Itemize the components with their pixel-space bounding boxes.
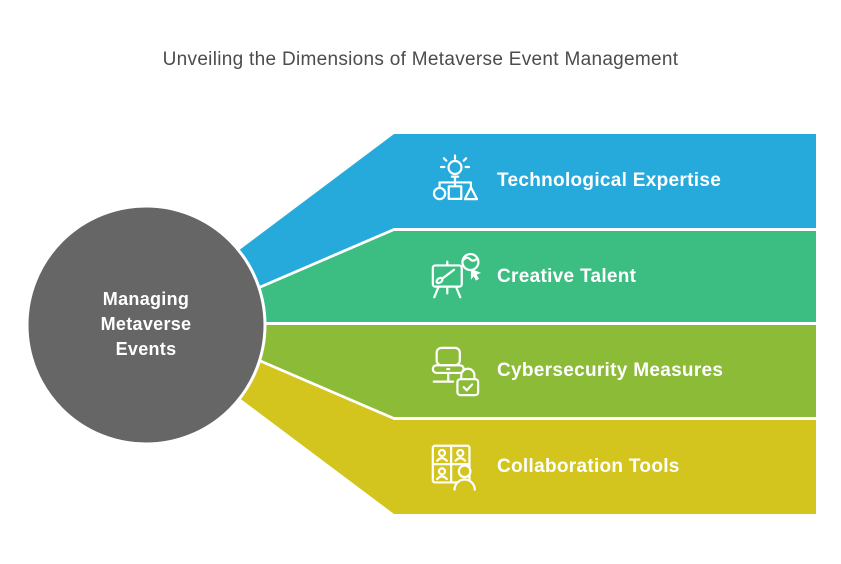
band-label-creative-talent: Creative Talent [497, 266, 637, 287]
band-row-cybersecurity-measures: Cybersecurity Measures [428, 341, 723, 401]
monitor-padlock-icon [431, 346, 480, 397]
center-circle-label: Managing Metaverse Events [46, 287, 246, 362]
center-label-line-3: Events [115, 339, 177, 359]
center-circle [25, 204, 267, 446]
band-label-cybersecurity-measures: Cybersecurity Measures [497, 360, 724, 381]
band-row-technological-expertise: Technological Expertise [428, 151, 721, 211]
band-label-collaboration-tools: Collaboration Tools [497, 456, 680, 477]
band-shape-cybersecurity-measures [201, 325, 816, 417]
band-shape-creative-talent [201, 231, 816, 322]
page-title: Unveiling the Dimensions of Metaverse Ev… [162, 49, 679, 70]
band-shape-collaboration-tools [198, 337, 816, 514]
band-row-collaboration-tools: Collaboration Tools [428, 437, 680, 497]
band-row-creative-talent: Creative Talent [428, 247, 636, 307]
center-label-line-2: Metaverse [100, 314, 192, 334]
cursor-arrow [470, 268, 482, 281]
center-label-line-1: Managing [102, 289, 190, 309]
band-shape-technological-expertise [198, 134, 816, 311]
band-label-technological-expertise: Technological Expertise [497, 170, 722, 191]
lightbulb-org-chart-icon [432, 154, 479, 201]
easel-paintbrush-icon [431, 252, 482, 299]
video-call-people-icon [431, 444, 476, 491]
